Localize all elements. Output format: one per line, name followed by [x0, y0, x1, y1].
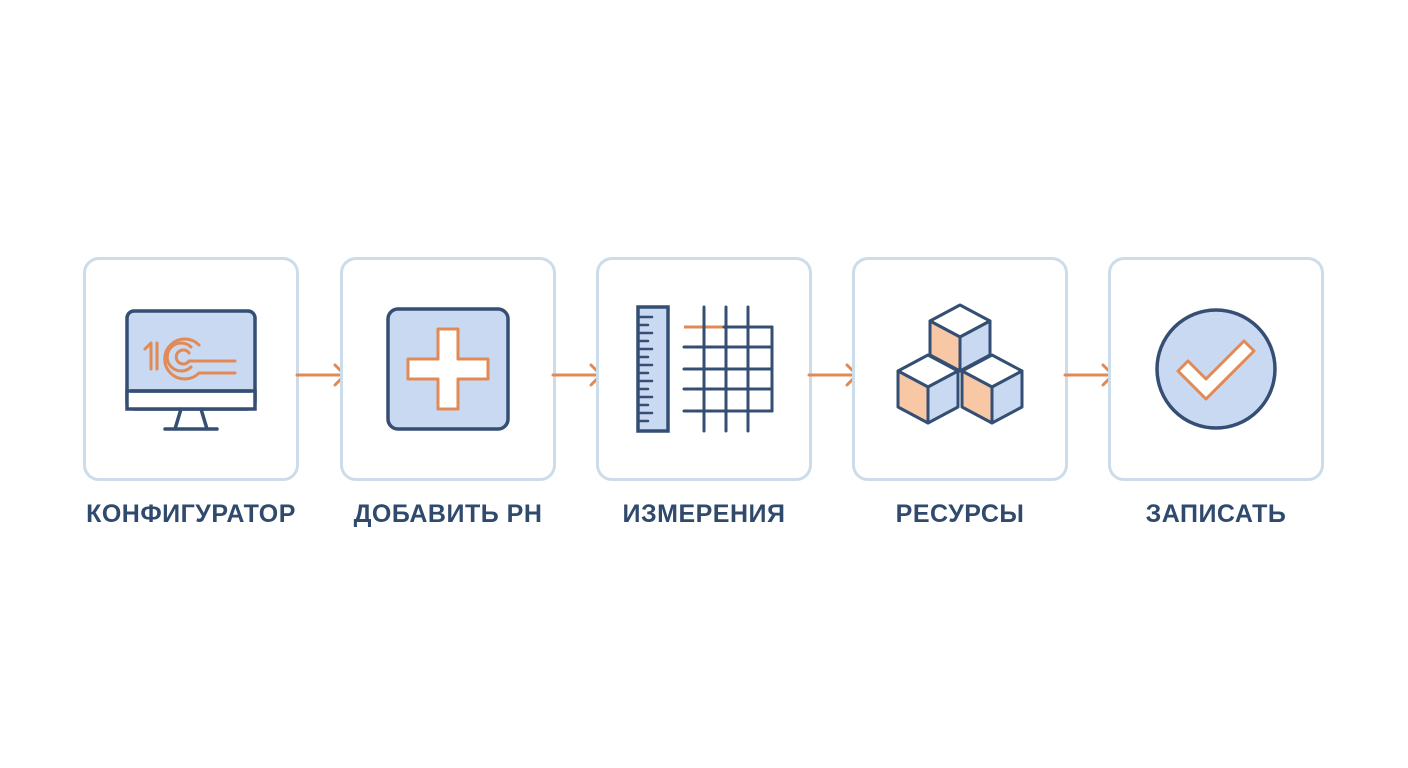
step-label-configurator: КОНФИГУРАТОР — [86, 500, 296, 528]
step-add-register — [340, 257, 556, 481]
step-label-dimensions: ИЗМЕРЕНИЯ — [622, 500, 786, 528]
monitor-1c-icon — [125, 309, 257, 431]
step-configurator — [83, 257, 299, 481]
step-label-resources: РЕСУРСЫ — [895, 500, 1025, 528]
checkmark-circle-icon — [1155, 308, 1277, 430]
step-save — [1108, 257, 1324, 481]
ruler-grid-icon — [636, 305, 774, 433]
step-label-add-register: ДОБАВИТЬ РН — [353, 500, 543, 528]
cubes-icon — [896, 303, 1024, 425]
step-label-save: ЗАПИСАТЬ — [1145, 500, 1287, 528]
step-resources — [852, 257, 1068, 481]
step-dimensions — [596, 257, 812, 481]
plus-icon — [386, 307, 510, 431]
logo-1c — [143, 337, 237, 381]
